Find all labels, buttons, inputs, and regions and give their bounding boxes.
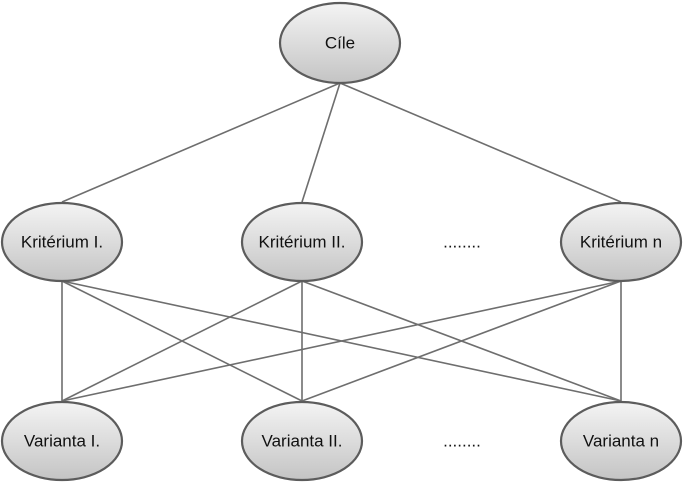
goal-criteria-edges — [61, 82, 622, 203]
criterion-node-1-shape — [0, 201, 124, 283]
criterion-node-1[interactable]: Kritérium I. — [0, 201, 124, 283]
criterion-node-n-label: Kritérium n — [580, 233, 662, 252]
edge-goal-criterion-1 — [61, 82, 341, 203]
goal-node-label: Cíle — [325, 34, 355, 53]
variant-node-2-label: Varianta II. — [262, 432, 343, 451]
edge-criterion-2-variant-1 — [61, 280, 303, 402]
criteria-variant-edges — [61, 280, 622, 402]
edge-criterion-n-variant-1 — [61, 280, 622, 402]
variant-node-2-shape — [240, 400, 364, 482]
criterion-node-n[interactable]: Kritérium n — [559, 201, 683, 283]
edge-criterion-n-variant-2 — [301, 280, 622, 402]
variant-node-1[interactable]: Varianta I. — [0, 400, 124, 482]
variant-node-2[interactable]: Varianta II. — [240, 400, 364, 482]
variant-node-n-label: Varianta n — [583, 432, 659, 451]
edge-goal-criterion-2 — [301, 82, 341, 203]
variant-node-1-label: Varianta I. — [24, 432, 100, 451]
variant-node-1-shape — [0, 400, 124, 482]
criteria-ellipsis: ........ — [443, 233, 481, 252]
criterion-node-2-shape — [240, 201, 364, 283]
edge-goal-criterion-n — [339, 82, 622, 203]
variant-node-n[interactable]: Varianta n — [559, 400, 683, 482]
criterion-node-1-label: Kritérium I. — [21, 233, 103, 252]
criterion-node-n-shape — [559, 201, 683, 283]
criterion-node-2[interactable]: Kritérium II. — [240, 201, 364, 283]
goal-node[interactable]: Cíle — [278, 1, 402, 85]
criterion-node-2-label: Kritérium II. — [259, 233, 346, 252]
goal-node-shape — [278, 1, 402, 85]
variants-ellipsis: ........ — [443, 432, 481, 451]
variant-node-n-shape — [559, 400, 683, 482]
